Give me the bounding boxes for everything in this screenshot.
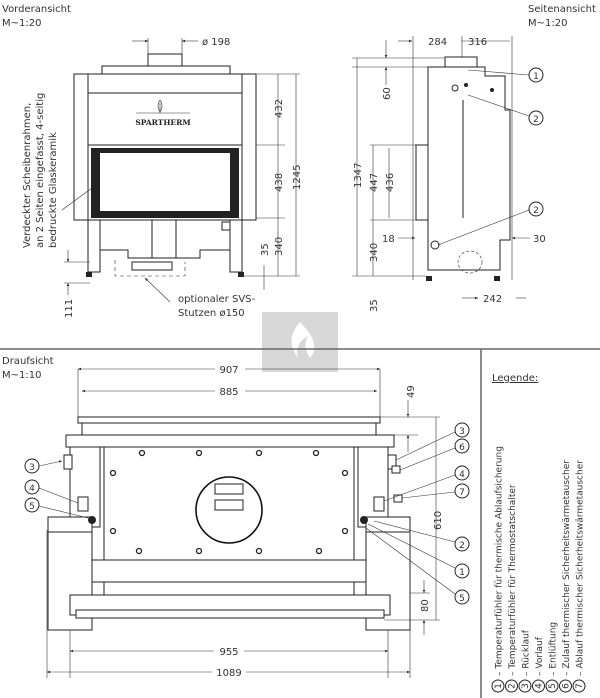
glass-window [100,153,230,211]
firebox-top [103,446,355,616]
svs-note-line-1: optionaler SVS- [178,294,256,305]
side-view-title: Seitenansicht [528,4,596,15]
legend-text: – Entlüftung [549,622,559,676]
dim-80: 80 [420,599,431,612]
top-view-scale: M~1:10 [2,370,41,381]
dim-111: 111 [64,299,75,318]
dim-35: 35 [260,243,271,256]
legend-number-circle [518,679,532,693]
dim-30: 30 [533,234,546,245]
legend-number: 5 [548,683,558,689]
svg-text:1: 1 [459,568,465,578]
top-view-title: Draufsicht [2,356,54,367]
dim-907: 907 [219,365,238,376]
legend-text: – Temperaturfühler für thermische Ablauf… [495,446,505,676]
dim-438: 438 [274,173,285,192]
dim-242: 242 [483,294,502,305]
side-body [427,66,511,271]
marker-2 [528,110,544,126]
dim-955: 955 [219,647,238,658]
legend-item: 2 – Temperaturfühler für Thermostatschalt… [505,484,518,693]
legend-number-circle [532,679,545,693]
svs-note-line-2: Stutzen ø150 [178,308,245,319]
side-view-scale: M~1:20 [528,18,567,29]
left-markers: 3 4 5 [24,458,89,519]
legend-number-circle [491,679,505,693]
dim-60: 60 [382,87,393,100]
svg-text:4: 4 [459,470,465,480]
front-view-scale: M~1:20 [2,18,41,29]
dim-1347: 1347 [353,163,364,188]
legend-number: 2 [508,683,518,689]
legend-item: 1 – Temperaturfühler für thermische Ablau… [491,446,505,693]
dim-340: 340 [274,237,285,256]
dim-610: 610 [433,511,444,530]
legend-item: 7 – Ablauf thermischer Sicherheitswärmeta… [572,460,586,693]
svg-text:2: 2 [533,115,539,125]
marker-2-lower [528,201,544,217]
svg-text:3: 3 [29,463,35,473]
legend: Legende: 1 – Temperaturfühler für thermis… [491,373,586,693]
dim-side-340: 340 [369,243,380,262]
legend-text: – Rücklauf [522,629,532,676]
dim-885: 885 [219,387,238,398]
frame-note-line-2: an 2 Seiten eingefasst, 4-seitig [35,93,46,248]
watermark-logo [262,312,338,372]
right-markers: 3 6 4 7 2 1 5 [365,422,470,605]
flue-opening [195,476,263,544]
flame-logo-icon [157,99,163,113]
dim-side-35: 35 [369,299,380,312]
svg-text:4: 4 [29,484,35,494]
legend-item: 6 – Zulauf thermischer Sicherheitswärmeta… [559,460,572,693]
dim-1089: 1089 [216,668,241,679]
legend-number: 3 [521,683,531,689]
bolt-holes [109,449,349,555]
svg-text:1: 1 [533,72,539,82]
dim-49: 49 [406,385,417,398]
frame-note-line-1: Verdeckter Scheibenrahmen, [22,103,33,248]
svg-text:5: 5 [29,502,35,512]
legend-item: 5 – Entlüftung [545,622,559,693]
legend-number-circle [572,679,586,693]
svg-text:7: 7 [459,488,465,498]
legend-text: – Vorlauf [535,636,545,676]
legend-title: Legende: [492,373,538,384]
dim-432: 432 [274,99,285,118]
legend-text: – Zulauf thermischer Sicherheitswärmetau… [562,460,572,676]
front-view: Vorderansicht M~1:20 ø 198 SPARTHERM Ver… [2,4,303,319]
brand-logo: SPARTHERM [135,118,190,127]
dim-436: 436 [385,173,396,192]
svg-text:2: 2 [533,206,539,216]
dim-18: 18 [382,234,395,245]
dim-flue-diameter: ø 198 [202,37,230,48]
legend-number-circle [545,679,559,693]
legend-number-circle [505,679,518,693]
top-view: Draufsicht M~1:10 907 885 [2,356,470,679]
front-view-title: Vorderansicht [2,4,71,15]
side-view: Seitenansicht M~1:20 284 316 60 1347 447… [352,4,596,312]
legend-number: 7 [575,683,585,689]
legend-item: 4 – Vorlauf [532,636,545,693]
legend-text: – Temperaturfühler für Thermostatschalte… [508,484,518,676]
svg-text:2: 2 [459,541,465,551]
svg-text:3: 3 [459,427,465,437]
legend-number: 1 [494,683,504,689]
dim-447: 447 [369,173,380,192]
dim-284: 284 [428,37,447,48]
svg-text:5: 5 [459,594,465,604]
legend-item: 3 – Rücklauf [518,629,532,693]
dim-1245: 1245 [292,165,303,190]
legend-number-circle [559,679,572,693]
legend-number: 6 [562,683,572,689]
top-flange [65,434,395,448]
svg-text:6: 6 [459,443,465,453]
dim-316: 316 [468,37,487,48]
frame-note-line-3: bedruckte Glaskeramik [48,132,59,248]
legend-number: 4 [535,683,545,689]
legend-text: – Ablauf thermischer Sicherheitswärmetau… [576,460,586,676]
marker-1 [528,67,544,83]
